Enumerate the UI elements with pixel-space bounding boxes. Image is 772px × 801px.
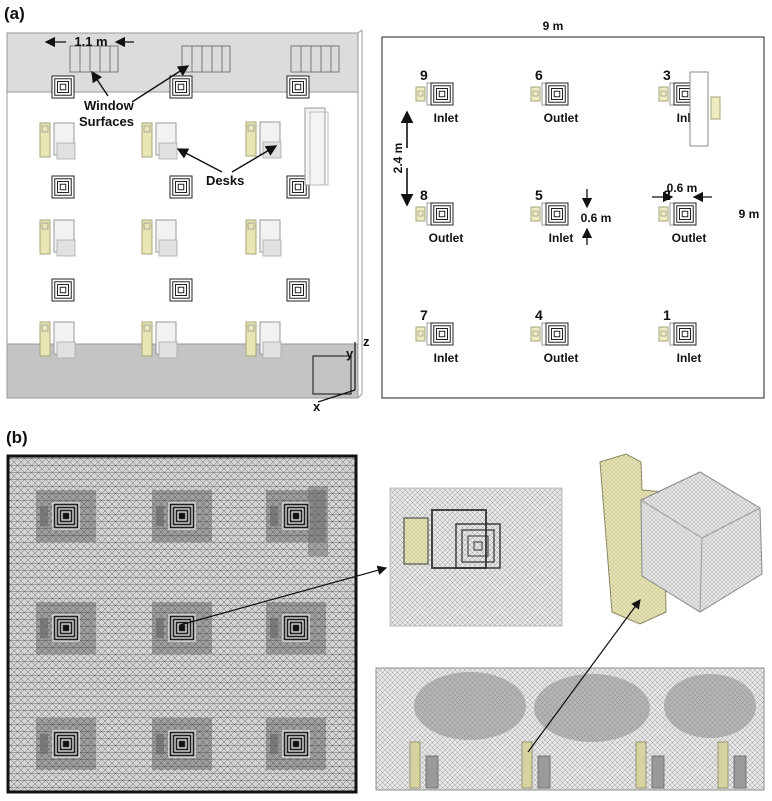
unit-role: Inlet — [434, 351, 459, 365]
diffuser-icon — [430, 82, 454, 106]
diffuser-icon — [169, 278, 193, 302]
diffuser-icon — [430, 202, 454, 226]
panel-b-label: (b) — [6, 428, 28, 447]
diffuser-icon — [545, 82, 569, 106]
unit-role: Outlet — [672, 231, 707, 245]
unit-role: Inlet — [677, 351, 702, 365]
desks — [39, 121, 282, 359]
mesh-diffuser-icon — [36, 490, 96, 542]
room-3d-view: 1.1 m Window Surfaces Desks z y x — [6, 29, 370, 414]
unit-number: 6 — [535, 67, 543, 83]
mesh-side-view — [375, 667, 765, 791]
mesh-diffuser-icon — [152, 602, 212, 654]
diffuser-icon — [545, 322, 569, 346]
panel-a-label: (a) — [4, 4, 25, 23]
mesh-occupant-desk-3d — [599, 453, 763, 625]
window-label-line1: Window — [84, 98, 135, 113]
diffuser-icon — [51, 278, 75, 302]
mesh-diffuser-icon — [152, 718, 212, 770]
window-width-label: 1.1 m — [74, 34, 107, 49]
unit-number: 9 — [420, 67, 428, 83]
unit-number: 5 — [535, 187, 543, 203]
diffuser-icon — [286, 278, 310, 302]
desk-with-occupant — [39, 219, 76, 257]
diffuser-icon — [286, 75, 310, 99]
unit-role: Inlet — [434, 111, 459, 125]
unit-number: 3 — [663, 67, 671, 83]
unit-role: Inlet — [549, 231, 574, 245]
diffuser-icon — [51, 75, 75, 99]
desk-with-occupant — [39, 321, 76, 359]
unit-role: Outlet — [429, 231, 464, 245]
window-label-line2: Surfaces — [79, 114, 134, 129]
plan-view: 9 m 9 m 9Inlet6Outlet3Inlet8Outlet5Inlet… — [381, 19, 765, 399]
unit-number: 1 — [663, 307, 671, 323]
mesh-diffuser-icon — [152, 490, 212, 542]
desk-with-occupant — [245, 321, 282, 359]
desk-with-occupant — [141, 321, 178, 359]
mesh-diffuser-icon — [266, 718, 326, 770]
mesh-occupant — [409, 741, 439, 789]
mesh-occupant — [717, 741, 747, 789]
diffuser-icon — [430, 322, 454, 346]
desk-with-occupant — [39, 122, 76, 160]
mesh-occupant — [521, 741, 551, 789]
spacing-label: 2.4 m — [391, 143, 405, 174]
unit-number: 4 — [535, 307, 543, 323]
mesh-diffuser-icon — [36, 602, 96, 654]
mesh-zoom-view — [389, 487, 563, 627]
desk-with-occupant — [245, 219, 282, 257]
diffuser-size-label: 0.6 m — [667, 181, 698, 195]
desk-with-occupant — [141, 219, 178, 257]
desk-with-occupant — [141, 122, 178, 160]
diffuser-icon — [51, 175, 75, 199]
plan-units: 9Inlet6Outlet3Inlet8Outlet5Inlet2Outlet7… — [415, 67, 721, 365]
desks-label: Desks — [206, 173, 244, 188]
diffuser-icon — [673, 322, 697, 346]
window-surface — [69, 45, 340, 73]
axis-z-label: z — [363, 334, 370, 349]
diffuser-icon — [673, 202, 697, 226]
diffuser-icon — [286, 175, 310, 199]
diffuser-icon — [545, 202, 569, 226]
diffuser-icon — [169, 175, 193, 199]
mesh-diffuser-icon — [266, 602, 326, 654]
mesh-diffuser-icon — [36, 718, 96, 770]
cabinet — [304, 107, 326, 186]
mesh-occupant — [635, 741, 665, 789]
unit-number: 8 — [420, 187, 428, 203]
diffuser-icon — [169, 75, 193, 99]
unit-role: Outlet — [544, 351, 579, 365]
axis-y-label: y — [346, 346, 354, 361]
unit-role: Outlet — [544, 111, 579, 125]
plan-width-side: 9 m — [739, 207, 760, 221]
ceiling-diffusers — [51, 75, 310, 302]
plan-width-top: 9 m — [543, 19, 564, 33]
unit-number: 7 — [420, 307, 428, 323]
diffuser-size-vertical-label: 0.6 m — [581, 211, 612, 225]
axis-x-label: x — [313, 399, 321, 414]
